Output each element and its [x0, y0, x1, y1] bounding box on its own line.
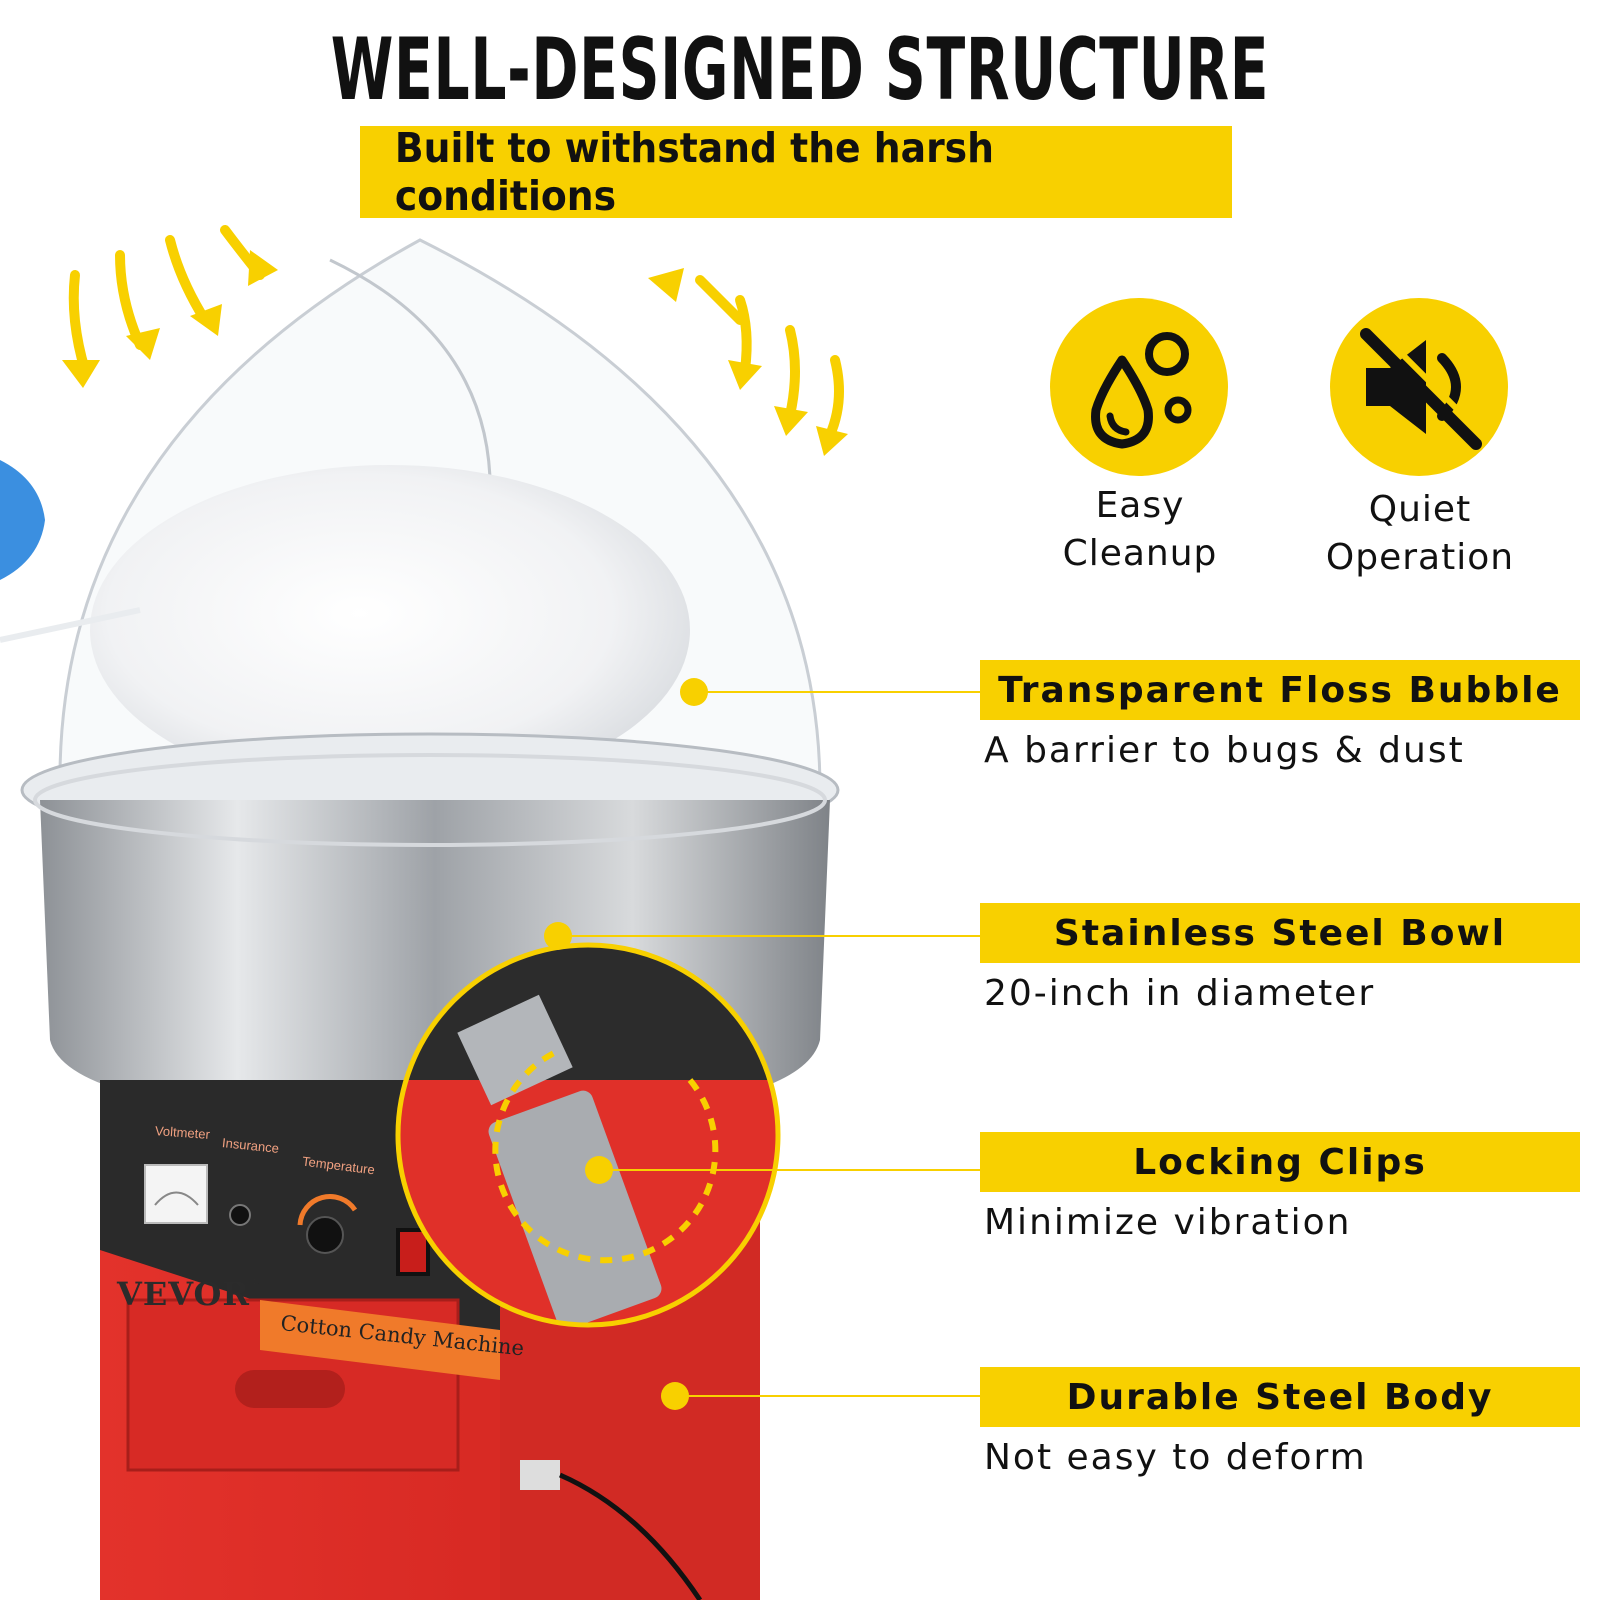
page-title: WELL-DESIGNED STRUCTURE	[330, 20, 1270, 120]
callout-title-locking-clips: Locking Clips	[980, 1132, 1580, 1192]
pressure-arrows-right	[695, 275, 844, 440]
quiet-operation-label: Quiet Operation	[1290, 486, 1550, 582]
pressure-arrow-heads-right	[648, 268, 848, 456]
muted-speaker-icon	[1360, 323, 1487, 450]
callout-desc-locking-clips: Minimize vibration	[984, 1202, 1352, 1243]
easy-cleanup-badge	[1050, 298, 1228, 476]
callout-desc-steel-bowl: 20-inch in diameter	[984, 973, 1376, 1014]
easy-cleanup-line1: Easy	[1095, 485, 1185, 526]
pressure-arrow-heads-left	[62, 250, 278, 388]
brand-name: VEVOR	[117, 1275, 250, 1313]
droplet-bubbles-icon	[1091, 332, 1192, 449]
callout-title-steel-body: Durable Steel Body	[980, 1367, 1580, 1427]
callout-line-floss-bubble	[694, 691, 980, 693]
quiet-operation-line2: Operation	[1325, 537, 1515, 578]
cotton-candy-machine-image	[0, 225, 848, 1602]
callout-line-steel-body	[675, 1395, 980, 1397]
quiet-operation-line1: Quiet	[1368, 489, 1472, 530]
easy-cleanup-label: Easy Cleanup	[1010, 482, 1270, 578]
callout-line-locking-clips	[599, 1169, 980, 1171]
product-illustration: Voltmeter Insurance Temperature VEVOR® C…	[0, 220, 880, 1602]
callout-desc-floss-bubble: A barrier to bugs & dust	[984, 730, 1465, 771]
callout-desc-steel-body: Not easy to deform	[984, 1437, 1367, 1478]
callout-title-steel-bowl: Stainless Steel Bowl	[980, 903, 1580, 963]
callout-title-floss-bubble: Transparent Floss Bubble	[980, 660, 1580, 720]
quiet-operation-badge	[1330, 298, 1508, 476]
subtitle-text: Built to withstand the harsh conditions	[394, 124, 994, 220]
pressure-arrows-left	[68, 225, 265, 375]
easy-cleanup-line2: Cleanup	[1062, 533, 1218, 574]
subtitle-banner: Built to withstand the harsh conditions	[360, 124, 1232, 220]
brand-mark: ®	[249, 1275, 263, 1289]
brand-logo: VEVOR®	[117, 1275, 263, 1313]
callout-line-steel-bowl	[558, 935, 980, 937]
